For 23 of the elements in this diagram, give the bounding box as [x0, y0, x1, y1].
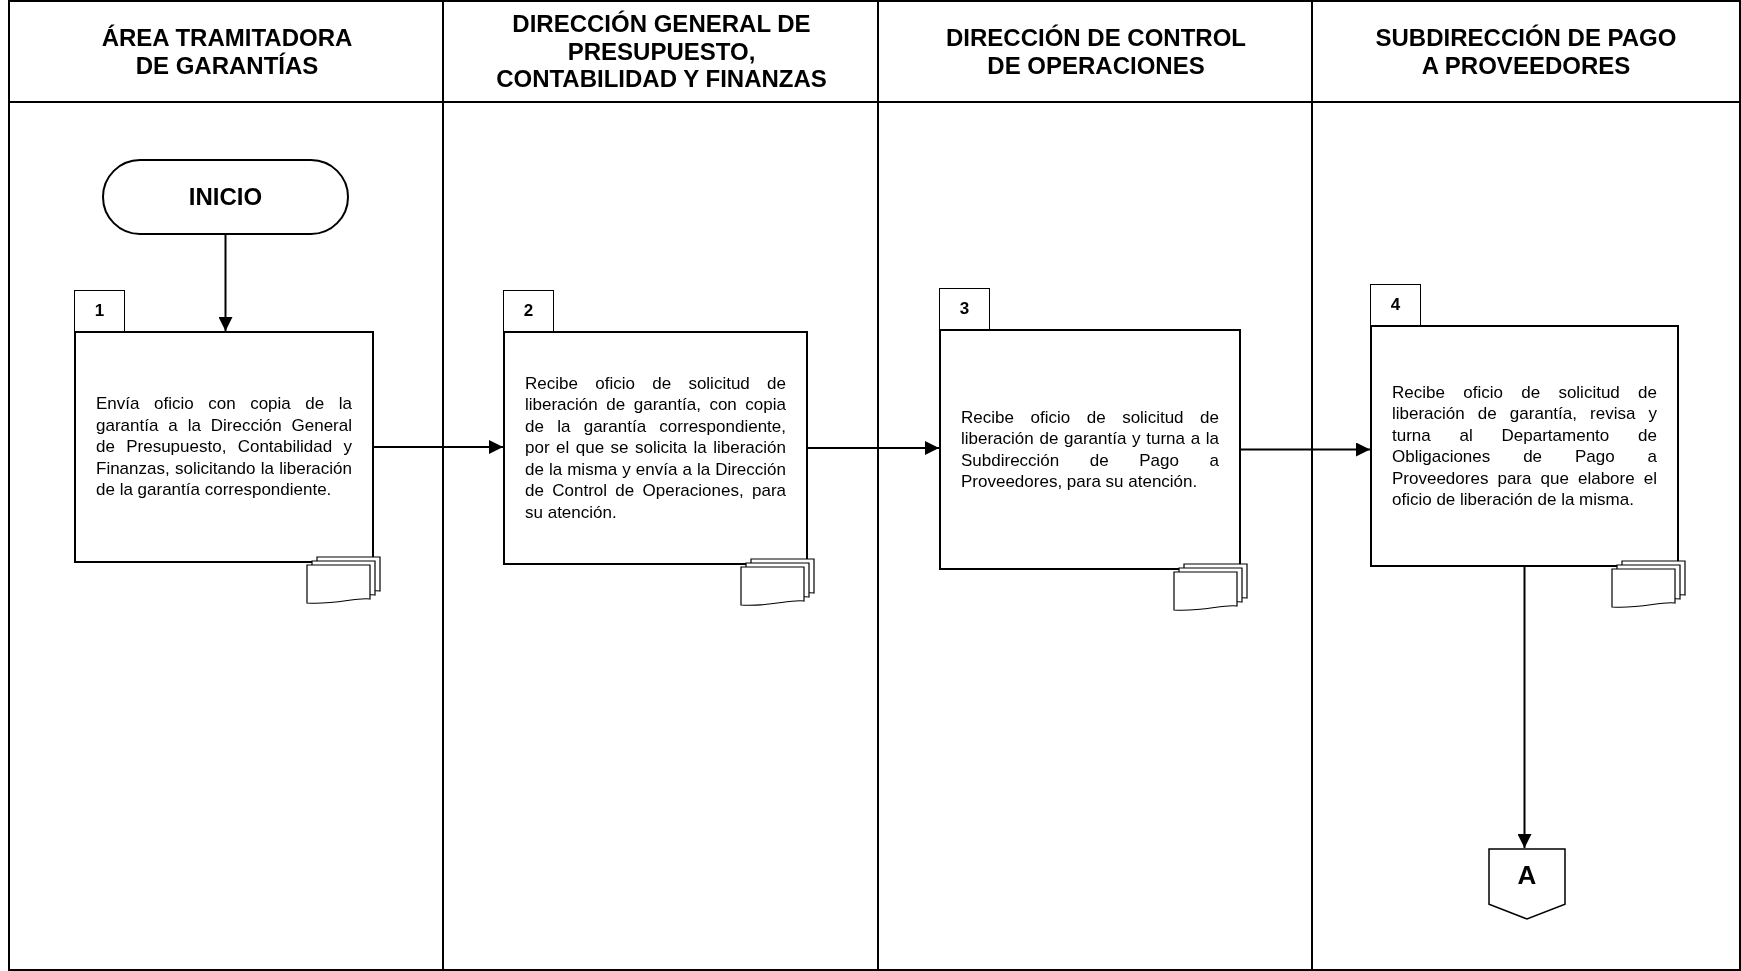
- start-terminal: INICIO: [102, 159, 349, 235]
- lane-heading: DIRECCIÓN DE CONTROL DE OPERACIONES: [945, 23, 1247, 80]
- lane-heading: SUBDIRECCIÓN DE PAGO A PROVEEDORES: [1374, 23, 1678, 80]
- swimlane: [877, 0, 1313, 971]
- lane-heading: DIRECCIÓN GENERAL DE PRESUPUESTO, CONTABILIDAD Y FINANZAS: [495, 10, 828, 93]
- step-description: Recibe oficio de solicitud de liberación de garantía y turna a la Subdirección de Pago a Proveedores, para su atención.: [960, 406, 1220, 493]
- step-number: 2: [503, 290, 554, 331]
- arrow: [373, 440, 504, 454]
- step-number: 4: [1370, 284, 1421, 325]
- arrow: [807, 441, 940, 455]
- arrow: [218, 234, 233, 332]
- arrow: [1517, 566, 1532, 849]
- swimlane: [1311, 0, 1741, 971]
- lane-heading: ÁREA TRAMITADORA DE GARANTÍAS: [100, 23, 354, 80]
- off-page-connector: A: [1488, 848, 1566, 920]
- swimlane: [442, 0, 879, 971]
- step-description: Recibe oficio de solicitud de liberación de garantía, con copia de la garantía correspondiente, por el que se solicita la liberación de la misma y envía a la Dirección de Control de Operaciones, para su atención.: [524, 372, 787, 524]
- step-number: 3: [939, 288, 990, 329]
- step-description: Envía oficio con copia de la garantía a la Dirección General de Presupuesto, Contabilidad y Finanzas, solicitando la liberación de la garantía correspondiente.: [95, 393, 353, 501]
- step-number: 1: [74, 290, 125, 331]
- arrow: [1240, 442, 1371, 457]
- step-description: Recibe oficio de solicitud de liberación de garantía, revisa y turna al Departamento de Obligaciones de Pago a Proveedores para que elabore el oficio de liberación de la misma.: [1391, 381, 1658, 511]
- swimlane: [8, 0, 444, 971]
